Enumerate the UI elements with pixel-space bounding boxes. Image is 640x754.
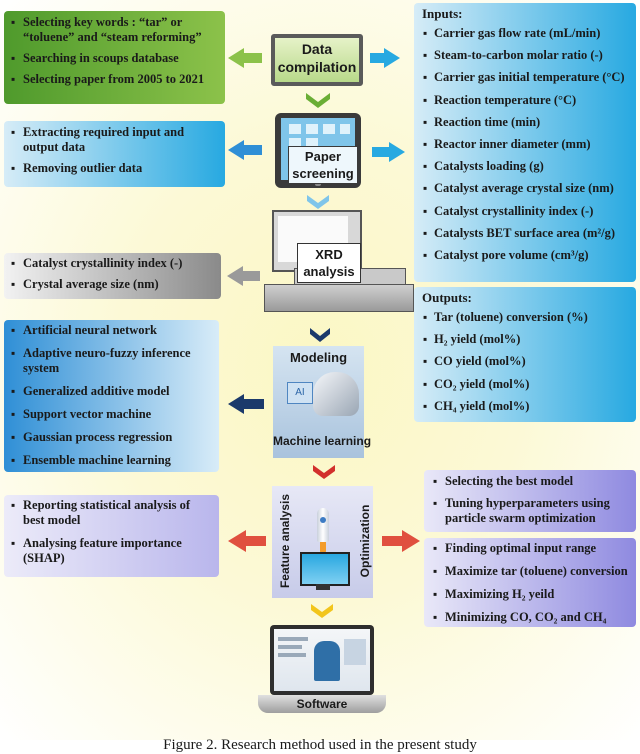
- modeling-subtitle: Machine learning: [273, 434, 372, 448]
- list-item: Tuning hyperparameters using particle sw…: [432, 496, 630, 526]
- list-item: Steam-to-carbon molar ratio (-): [422, 48, 630, 63]
- paper-screening-label: Paper screening: [288, 146, 358, 184]
- list-item: Tar (toluene) conversion (%): [422, 310, 630, 325]
- chevron-down-yellow: [311, 604, 333, 618]
- list-item: Carrier gas flow rate (mL/min): [422, 26, 630, 41]
- list-item: Reaction temperature (°C): [422, 93, 630, 108]
- outputs-panel: Outputs: Tar (toluene) conversion (%) H₂…: [414, 287, 636, 422]
- figure-caption: Figure 2. Research method used in the pr…: [163, 737, 477, 753]
- list-item: Generalized additive model: [10, 384, 213, 399]
- list-item: Maximize tar (toluene) conversion: [432, 564, 630, 579]
- list-item: Catalyst crystallinity index (-): [10, 256, 215, 271]
- data-compilation-stage: Data compilation: [271, 34, 363, 86]
- arrow-left-blue: [228, 140, 262, 160]
- list-item: Artificial neural network: [10, 323, 213, 338]
- laptop-icon: Software: [258, 625, 386, 719]
- list-item: Extracting required input and output dat…: [10, 125, 219, 155]
- modeling-list: Artificial neural network Adaptive neuro…: [4, 320, 219, 472]
- arrow-left-navy: [228, 394, 264, 414]
- inputs-heading: Inputs:: [422, 6, 463, 21]
- list-item: CO₂ yield (mol%): [422, 377, 630, 392]
- paper-screening-title: Paper screening: [292, 149, 354, 181]
- list-item: Catalysts BET surface area (m²/g): [422, 226, 630, 241]
- list-item: Catalysts loading (g): [422, 159, 630, 174]
- data-compilation-title: Data compilation: [277, 41, 357, 75]
- list-item: CO yield (mol%): [422, 354, 630, 369]
- arrow-right-red: [382, 530, 420, 552]
- arrow-left-green: [228, 48, 262, 68]
- paper-screening-list: Extracting required input and output dat…: [4, 121, 225, 187]
- chevron-down-lightblue: [307, 195, 329, 209]
- feature-analysis-list: Reporting statistical analysis of best m…: [4, 495, 219, 577]
- list-item: Adaptive neuro-fuzzy inference system: [10, 346, 213, 376]
- arrow-left-red: [228, 530, 266, 552]
- arrow-right-cyan-2: [372, 142, 405, 162]
- list-item: Reactor inner diameter (mm): [422, 137, 630, 152]
- list-item: CH₄ yield (mol%): [422, 399, 630, 414]
- list-item: Ensemble machine learning: [10, 453, 213, 468]
- list-item: Minimizing CO, CO₂ and CH₄: [432, 610, 630, 625]
- list-item: Removing outlier data: [10, 161, 219, 176]
- modeling-stage: Modeling AI Machine learning: [273, 346, 372, 458]
- ai-label: AI: [295, 387, 305, 398]
- laptop-screen: [274, 629, 370, 691]
- feature-optimization-stage: Feature analysis Optimization: [272, 486, 373, 598]
- arrow-left-grey: [227, 266, 260, 286]
- robot-hand-icon: [313, 372, 359, 416]
- chevron-down-green: [306, 93, 330, 108]
- optimization-top-list: Selecting the best model Tuning hyperpar…: [424, 470, 636, 532]
- ai-chip-icon: AI: [287, 382, 313, 404]
- list-item: Selecting paper from 2005 to 2021: [10, 72, 219, 87]
- chevron-down-navy: [310, 328, 330, 342]
- list-item: Finding optimal input range: [432, 541, 630, 556]
- software-label: Software: [296, 697, 348, 711]
- xrd-title: XRD analysis: [303, 247, 355, 279]
- list-item: Maximizing H₂ yeild: [432, 587, 630, 602]
- outputs-heading: Outputs:: [422, 290, 472, 305]
- xrd-label: XRD analysis: [297, 243, 361, 283]
- rocket-icon: [317, 508, 329, 542]
- list-item: Catalyst pore volume (cm³/g): [422, 248, 630, 263]
- list-item: Selecting key words : “tar” or “toluene”…: [10, 15, 219, 45]
- optimization-bottom-list: Finding optimal input range Maximize tar…: [424, 538, 636, 627]
- list-item: Carrier gas initial temperature (°C): [422, 70, 630, 85]
- list-item: Searching in scoups database: [10, 51, 219, 66]
- inputs-panel: Inputs: Carrier gas flow rate (mL/min) S…: [414, 3, 636, 282]
- list-item: Crystal average size (nm): [10, 277, 215, 292]
- list-item: Catalyst crystallinity index (-): [422, 204, 630, 219]
- chevron-down-red: [313, 465, 335, 479]
- xrd-list: Catalyst crystallinity index (-) Crystal…: [4, 253, 221, 299]
- list-item: Analysing feature importance (SHAP): [10, 536, 213, 566]
- list-item: H₂ yield (mol%): [422, 332, 630, 347]
- data-compilation-list: Selecting key words : “tar” or “toluene”…: [4, 11, 225, 104]
- arrow-right-cyan-1: [370, 48, 400, 68]
- list-item: Gaussian process regression: [10, 430, 213, 445]
- list-item: Catalyst average crystal size (nm): [422, 181, 630, 196]
- list-item: Reporting statistical analysis of best m…: [10, 498, 213, 528]
- modeling-title: Modeling: [289, 350, 348, 365]
- list-item: Reaction time (min): [422, 115, 630, 130]
- list-item: Selecting the best model: [432, 474, 630, 489]
- list-item: Support vector machine: [10, 407, 213, 422]
